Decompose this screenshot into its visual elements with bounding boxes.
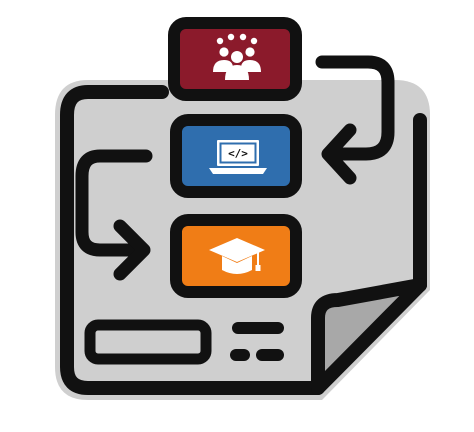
panel-people [168,17,302,101]
document-text-placeholders [84,319,284,365]
folded-corner-icon [311,278,427,395]
arrow-code-to-education-icon [75,149,153,257]
people-group-icon [213,33,261,80]
graduation-cap-icon [209,238,265,274]
arrow-head-left-icon [321,123,357,185]
code-symbol-label: </> [228,147,248,160]
arrow-head-right-icon [113,219,151,281]
laptop-code-icon: </> [209,140,267,174]
document-outline [60,85,325,395]
arrow-people-to-code-icon [315,55,395,161]
panel-education [170,214,302,298]
panel-code: </> [170,114,302,198]
text-block-placeholder [84,319,212,365]
flow-arrows [75,55,395,281]
